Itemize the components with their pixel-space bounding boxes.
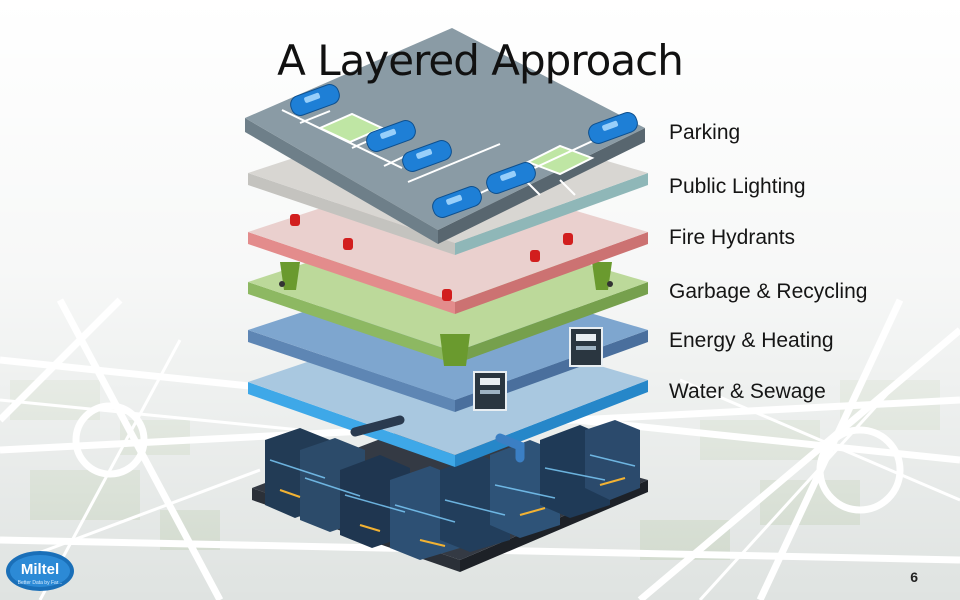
city-blocks-icon: [265, 420, 640, 560]
energy-meter-icon: [473, 327, 603, 411]
layer-parking: [245, 28, 645, 244]
page-number: 6: [910, 569, 918, 585]
label-energy-heating: Energy & Heating: [669, 329, 834, 352]
label-fire-hydrants: Fire Hydrants: [669, 226, 796, 249]
label-parking: Parking: [669, 121, 741, 144]
logo-name: Miltel: [21, 561, 59, 578]
fire-hydrant-icon: [290, 214, 573, 301]
label-public-lighting: Public Lighting: [669, 175, 806, 198]
garbage-bin-icon: [279, 262, 613, 366]
label-water-sewage: Water & Sewage: [669, 380, 826, 403]
miltel-logo: Miltel Better Data by Far...: [6, 551, 74, 591]
pipe-icon: [350, 415, 525, 463]
city-base: [252, 420, 648, 572]
logo-tagline: Better Data by Far...: [18, 580, 63, 586]
slide-title: A Layered Approach: [277, 36, 684, 85]
label-garbage-recycling: Garbage & Recycling: [669, 280, 868, 303]
